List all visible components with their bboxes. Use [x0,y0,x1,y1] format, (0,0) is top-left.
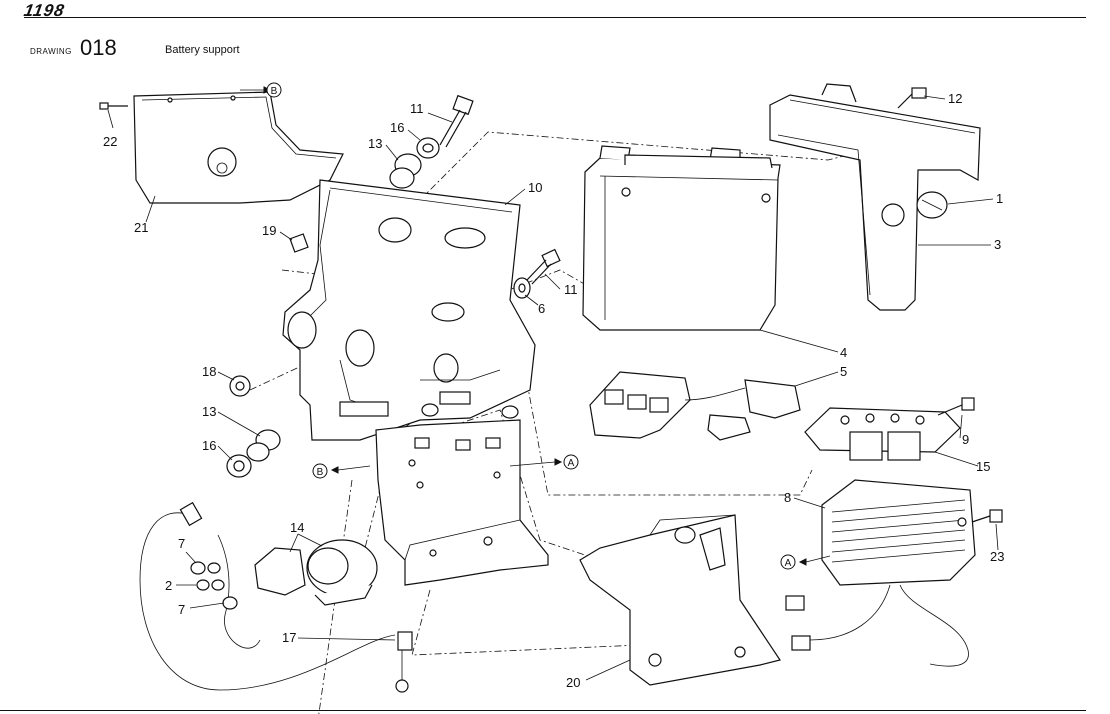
screw-23 [971,509,1003,523]
ref-marker-b-top: B [240,82,282,98]
ref-label-a-mid: A [568,458,575,469]
callout-16-top: 16 [390,120,404,135]
ref-marker-b-lower: B [312,463,371,479]
knob-1 [916,191,948,219]
callout-8: 8 [784,490,791,505]
nut-7-upper [190,561,221,575]
ref-label-b-top: B [271,86,278,97]
screw-11-top [439,94,474,148]
screw-22 [99,102,128,110]
callout-9: 9 [962,432,969,447]
callout-23: 23 [990,549,1004,564]
callout-4: 4 [840,345,847,360]
ref-label-b-lower: B [317,467,324,478]
spacer-16-lower [226,454,252,478]
callout-12: 12 [948,91,962,106]
ref-label-a-right: A [785,558,792,569]
washer-2 [196,579,225,591]
voltage-regulator [785,479,976,667]
screw-9 [937,397,975,416]
callout-19: 19 [262,223,276,238]
bushing-13-top [389,153,422,189]
footer-rule [0,710,1086,711]
grommet-18 [229,375,251,397]
callout-11-top: 11 [410,101,424,116]
bushing-13-lower [246,429,281,462]
battery-tray [282,179,536,441]
callout-21: 21 [134,220,148,235]
callout-11-right: 11 [564,282,578,297]
callout-22: 22 [103,134,117,149]
cable-17 [139,501,413,693]
callout-1: 1 [996,191,1003,206]
battery-cover-plate [133,91,344,204]
callout-5: 5 [840,364,847,379]
callout-7-upper: 7 [178,536,185,551]
callout-labels: 22 21 11 16 13 10 19 11 6 12 1 3 4 5 18 … [103,91,1004,690]
callout-2: 2 [165,578,172,593]
callout-7-lower: 7 [178,602,185,617]
callout-17: 17 [282,630,296,645]
washer-6 [513,277,531,299]
drawing-title: Battery support [165,44,240,56]
starter-relay [254,539,378,606]
callout-6: 6 [538,301,545,316]
leader-lines [107,95,999,681]
clip-nut-19 [289,233,309,253]
callout-18: 18 [202,364,216,379]
header-rule [24,17,1086,18]
callout-16-lower: 16 [202,438,216,453]
battery [582,145,781,331]
lower-shield [579,514,781,686]
callout-20: 20 [566,675,580,690]
connector-block [804,407,961,461]
callout-13-top: 13 [368,136,382,151]
drawing-number: 018 [80,35,117,60]
callout-10: 10 [528,180,542,195]
ref-marker-a-mid: A [509,454,579,470]
nut-7-lower [222,596,238,610]
callout-14: 14 [290,520,304,535]
battery-holddown-bracket [769,83,981,311]
callout-13-lower: 13 [202,404,216,419]
ref-marker-a-right: A [780,554,831,570]
drawing-label: DRAWING [30,47,72,56]
callout-15: 15 [976,459,990,474]
screw-11-right [526,248,561,285]
screw-12 [897,87,927,109]
spacer-16-top [416,137,440,159]
lower-bracket [375,419,549,586]
fuse-box [589,371,801,441]
callout-3: 3 [994,237,1001,252]
